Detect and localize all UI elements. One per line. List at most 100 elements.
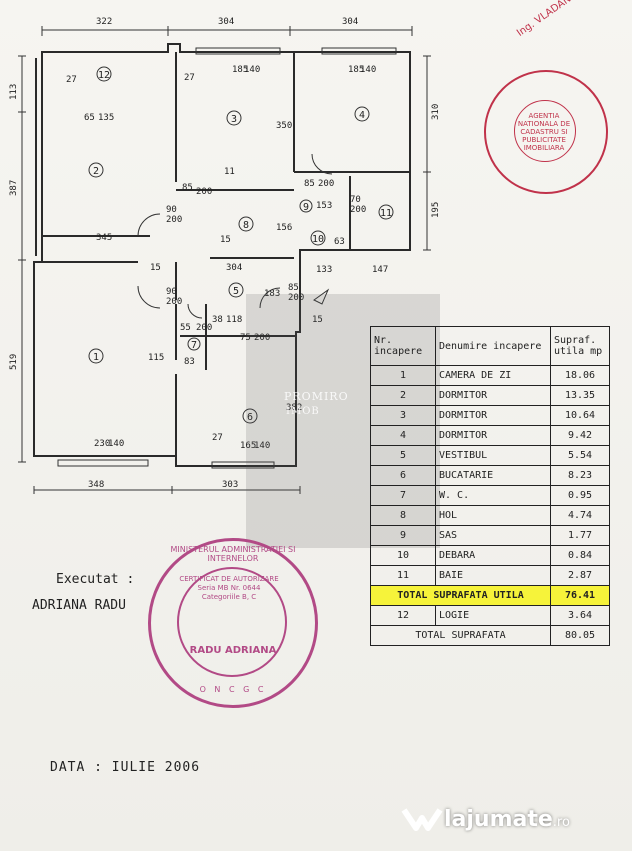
dim-inner: 345 bbox=[96, 233, 112, 243]
dim-top-3: 304 bbox=[342, 17, 358, 27]
dim-left-3: 519 bbox=[9, 354, 19, 370]
dim-inner: 200 bbox=[166, 215, 182, 225]
stamp-inner-ring bbox=[177, 567, 287, 677]
dim-right-1: 310 bbox=[431, 104, 441, 120]
room-marker-8: 8 bbox=[238, 216, 254, 232]
room-marker-4: 4 bbox=[354, 106, 370, 122]
dim-inner: 200 bbox=[254, 333, 270, 343]
dim-inner: 200 bbox=[196, 323, 212, 333]
executed-name: ADRIANA RADU bbox=[32, 598, 126, 613]
stamp-name: RADU ADRIANA bbox=[189, 645, 277, 656]
total-value: 80.05 bbox=[550, 625, 610, 646]
dim-inner: 70 bbox=[350, 195, 361, 205]
dim-inner: 63 bbox=[334, 237, 345, 247]
authorization-stamp: MINISTERUL ADMINISTRATIEI SI INTERNELOR … bbox=[148, 538, 318, 708]
dim-inner: 140 bbox=[108, 439, 124, 449]
svg-text:11: 11 bbox=[380, 208, 392, 219]
dim-left-2: 387 bbox=[9, 180, 19, 196]
dim-inner: 200 bbox=[196, 187, 212, 197]
total-label: TOTAL SUPRAFATA bbox=[370, 625, 551, 646]
date-label: DATA : IULIE 2006 bbox=[50, 760, 201, 775]
dim-inner: 165 bbox=[240, 441, 256, 451]
room-marker-3: 3 bbox=[226, 110, 242, 126]
agency-stamp: AGENTIA NATIONALA DE CADASTRU SI PUBLICI… bbox=[484, 70, 608, 194]
dim-inner: 27 bbox=[66, 75, 77, 85]
svg-text:1: 1 bbox=[93, 352, 99, 363]
stamp-center-text: CERTIFICAT DE AUTORIZARE Seria MB Nr. 06… bbox=[179, 575, 279, 601]
dim-inner: 133 bbox=[316, 265, 332, 275]
dim-inner: 156 bbox=[276, 223, 292, 233]
lajumate-logo-icon bbox=[400, 804, 444, 834]
dim-top-2: 304 bbox=[218, 17, 234, 27]
svg-text:9: 9 bbox=[303, 202, 309, 213]
dim-inner: 15 bbox=[150, 263, 161, 273]
room-marker-1: 1 bbox=[88, 348, 104, 364]
dim-inner: 200 bbox=[288, 293, 304, 303]
svg-text:5: 5 bbox=[233, 286, 239, 297]
dim-inner: 135 bbox=[98, 113, 114, 123]
brand-logo[interactable]: lajumate .ro bbox=[400, 804, 570, 834]
dim-bottom-2: 303 bbox=[222, 480, 238, 490]
dim-inner: 140 bbox=[244, 65, 260, 75]
dim-inner: 85 bbox=[288, 283, 299, 293]
header-name: Denumire incapere bbox=[435, 326, 551, 366]
dim-inner: 83 bbox=[184, 357, 195, 367]
dim-inner: 185 bbox=[348, 65, 364, 75]
dim-inner: 230 bbox=[94, 439, 110, 449]
total-useful-label: TOTAL SUPRAFATA UTILA bbox=[370, 585, 551, 606]
dim-inner: 200 bbox=[166, 297, 182, 307]
room-marker-5: 5 bbox=[228, 282, 244, 298]
room-marker-6: 6 bbox=[242, 408, 258, 424]
room-marker-7: 7 bbox=[187, 337, 201, 351]
dim-inner: 75 bbox=[240, 333, 251, 343]
stamp-ring-top: MINISTERUL ADMINISTRATIEI SI INTERNELOR bbox=[170, 545, 296, 563]
dim-inner: 183 bbox=[264, 289, 280, 299]
dim-inner: 118 bbox=[226, 315, 242, 325]
dim-right-2: 195 bbox=[431, 202, 441, 218]
header-area: Supraf. utila mp bbox=[550, 326, 610, 366]
dim-inner: 153 bbox=[316, 201, 332, 211]
dim-inner: 15 bbox=[312, 315, 323, 325]
brand-name: lajumate bbox=[444, 806, 553, 832]
dim-bottom-1: 348 bbox=[88, 480, 104, 490]
dim-inner: 85 bbox=[182, 183, 193, 193]
svg-text:6: 6 bbox=[247, 412, 253, 423]
svg-text:8: 8 bbox=[243, 220, 249, 231]
total-useful-value: 76.41 bbox=[550, 585, 610, 606]
dim-inner: 185 bbox=[232, 65, 248, 75]
executed-label: Executat : bbox=[56, 572, 135, 587]
dim-inner: 147 bbox=[372, 265, 388, 275]
dim-inner: 140 bbox=[360, 65, 376, 75]
dim-inner: 382 bbox=[286, 403, 302, 413]
dim-inner: 27 bbox=[184, 73, 195, 83]
dim-inner: 140 bbox=[254, 441, 270, 451]
room-marker-10: 10 bbox=[310, 230, 326, 246]
dim-inner: 90 bbox=[166, 205, 177, 215]
room-area-table: Nr. incapere Denumire incapere Supraf. u… bbox=[370, 326, 610, 646]
svg-text:7: 7 bbox=[191, 340, 197, 351]
room-marker-2: 2 bbox=[88, 162, 104, 178]
total-useful-row: TOTAL SUPRAFATA UTILA 76.41 bbox=[370, 585, 610, 606]
agency-stamp-text: AGENTIA NATIONALA DE CADASTRU SI PUBLICI… bbox=[517, 112, 571, 152]
table-header-row: Nr. incapere Denumire incapere Supraf. u… bbox=[370, 326, 610, 366]
header-nr: Nr. incapere bbox=[370, 326, 436, 366]
svg-text:12: 12 bbox=[98, 70, 110, 81]
dim-inner: 15 bbox=[220, 235, 231, 245]
brand-tld: .ro bbox=[552, 814, 570, 830]
dim-inner: 27 bbox=[212, 433, 223, 443]
dim-inner: 55 bbox=[180, 323, 191, 333]
dim-inner: 304 bbox=[226, 263, 242, 273]
svg-text:4: 4 bbox=[359, 110, 365, 121]
watermark-line-1: PROMIRO bbox=[284, 390, 349, 403]
dim-inner: 85 bbox=[304, 179, 315, 189]
svg-text:2: 2 bbox=[93, 166, 99, 177]
